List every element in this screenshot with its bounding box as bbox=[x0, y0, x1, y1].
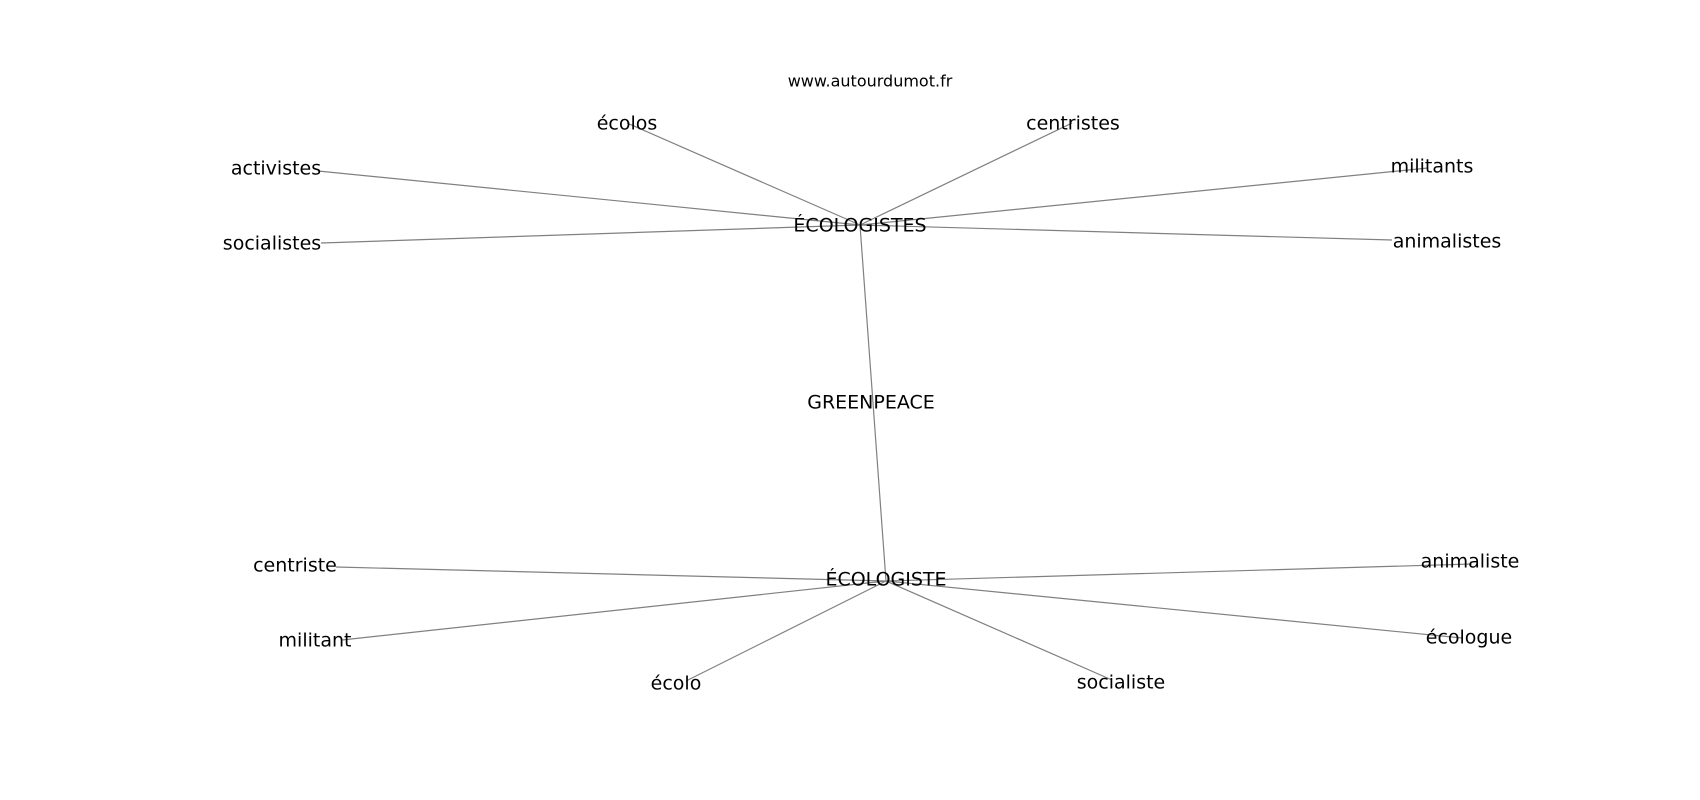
leaf-label: écolos bbox=[597, 113, 658, 135]
edge-ecologiste-militant bbox=[341, 580, 887, 641]
source-label: www.autourdumot.fr bbox=[788, 72, 953, 91]
edge-ecologistes-ecologiste bbox=[859, 224, 887, 582]
edge-ecologistes-socialistes bbox=[320, 224, 861, 244]
edge-ecologiste-centriste bbox=[335, 566, 887, 582]
leaf-label: socialiste bbox=[1077, 672, 1166, 694]
edge-ecologiste-socialiste bbox=[885, 580, 1113, 681]
edge-ecologiste-animaliste bbox=[885, 563, 1473, 582]
edge-ecologistes-militants bbox=[859, 167, 1429, 226]
edges bbox=[317, 122, 1473, 682]
leaf-label: centriste bbox=[253, 555, 337, 577]
edge-ecologiste-ecolo bbox=[685, 580, 887, 682]
center-node-label: GREENPEACE bbox=[807, 392, 935, 414]
leaf-label: centristes bbox=[1026, 113, 1120, 135]
edge-ecologistes-centristes bbox=[859, 122, 1073, 226]
leaf-label: écologue bbox=[1426, 627, 1512, 649]
edge-ecologistes-activistes bbox=[317, 170, 861, 226]
hub-label-ecologiste: ÉCOLOGISTE bbox=[825, 568, 946, 591]
hub-label-ecologistes: ÉCOLOGISTES bbox=[793, 214, 926, 237]
edge-ecologistes-animalistes bbox=[859, 224, 1393, 241]
edge-ecologistes-ecolos bbox=[626, 122, 861, 226]
leaf-label: militants bbox=[1391, 156, 1474, 178]
leaf-label: animaliste bbox=[1421, 551, 1520, 573]
leaf-label: socialistes bbox=[223, 233, 321, 255]
leaf-label: activistes bbox=[231, 158, 321, 180]
leaf-label: écolo bbox=[651, 673, 702, 695]
leaf-label: animalistes bbox=[1393, 231, 1502, 253]
labels: www.autourdumot.fr GREENPEACE ÉCOLOGISTE… bbox=[223, 72, 1520, 695]
edge-ecologiste-ecologue bbox=[885, 580, 1463, 639]
leaf-label: militant bbox=[279, 630, 352, 652]
